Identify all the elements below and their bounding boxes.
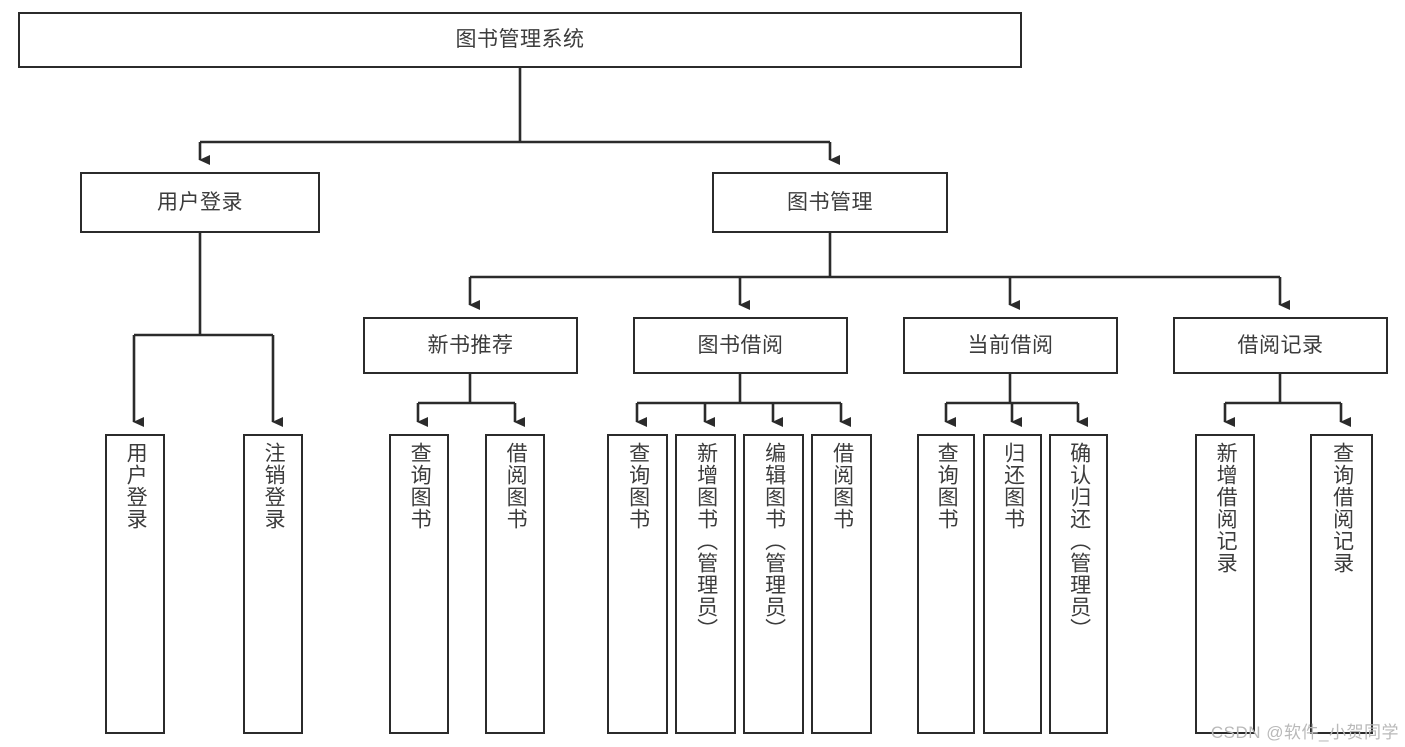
node-leaf-add-book-label: 新增图书（管理员） (694, 442, 718, 640)
node-leaf-query-book-rec[interactable]: 查询图书 (389, 434, 449, 734)
node-leaf-query-record-label: 查询借阅记录 (1330, 442, 1354, 574)
node-leaf-query-record[interactable]: 查询借阅记录 (1310, 434, 1373, 734)
node-book-manage[interactable]: 图书管理 (712, 172, 948, 233)
node-leaf-query-book-cur-label: 查询图书 (935, 442, 959, 530)
node-leaf-edit-book-label: 编辑图书（管理员） (762, 442, 786, 640)
node-leaf-add-record[interactable]: 新增借阅记录 (1195, 434, 1255, 734)
node-user-login[interactable]: 用户登录 (80, 172, 320, 233)
node-root-label: 图书管理系统 (455, 28, 585, 52)
node-new-book-rec-label: 新书推荐 (427, 333, 514, 357)
connector-lines (132, 68, 1351, 427)
node-leaf-confirm-return-label: 确认归还（管理员） (1067, 442, 1091, 640)
node-leaf-query-book-rec-label: 查询图书 (408, 442, 432, 530)
node-leaf-query-book[interactable]: 查询图书 (607, 434, 668, 734)
node-leaf-user-login[interactable]: 用户登录 (105, 434, 165, 734)
node-leaf-add-record-label: 新增借阅记录 (1214, 442, 1238, 574)
node-leaf-query-book-cur[interactable]: 查询图书 (917, 434, 975, 734)
node-new-book-rec[interactable]: 新书推荐 (363, 317, 578, 374)
node-current-borrow[interactable]: 当前借阅 (903, 317, 1118, 374)
node-leaf-borrow-book-rec[interactable]: 借阅图书 (485, 434, 545, 734)
node-borrow-record-label: 借阅记录 (1237, 333, 1324, 357)
node-leaf-query-book-label: 查询图书 (626, 442, 650, 530)
node-leaf-edit-book[interactable]: 编辑图书（管理员） (743, 434, 804, 734)
node-leaf-user-logout-label: 注销登录 (262, 442, 286, 530)
node-leaf-return-book-label: 归还图书 (1001, 442, 1025, 530)
node-leaf-add-book[interactable]: 新增图书（管理员） (675, 434, 736, 734)
node-current-borrow-label: 当前借阅 (967, 333, 1054, 357)
node-borrow-record[interactable]: 借阅记录 (1173, 317, 1388, 374)
node-leaf-borrow-book-label: 借阅图书 (830, 442, 854, 530)
node-leaf-user-logout[interactable]: 注销登录 (243, 434, 303, 734)
node-root[interactable]: 图书管理系统 (18, 12, 1022, 68)
node-leaf-user-login-label: 用户登录 (124, 442, 148, 530)
node-leaf-borrow-book-rec-label: 借阅图书 (504, 442, 528, 530)
node-leaf-confirm-return[interactable]: 确认归还（管理员） (1049, 434, 1108, 734)
node-leaf-borrow-book[interactable]: 借阅图书 (811, 434, 872, 734)
csdn-watermark: CSDN @软件_小贺同学 (1210, 723, 1399, 742)
node-user-login-label: 用户登录 (157, 190, 243, 214)
node-book-borrow[interactable]: 图书借阅 (633, 317, 848, 374)
node-book-borrow-label: 图书借阅 (697, 333, 784, 357)
node-book-manage-label: 图书管理 (787, 190, 873, 214)
node-leaf-return-book[interactable]: 归还图书 (983, 434, 1042, 734)
